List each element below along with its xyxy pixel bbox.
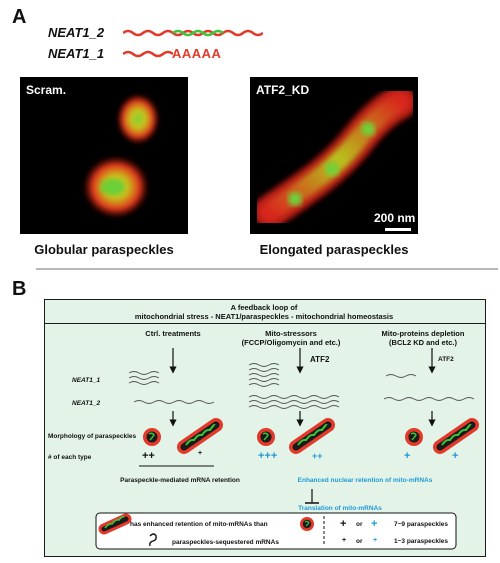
legend-box: [95, 512, 457, 550]
title-underline: [44, 323, 486, 324]
header-mito-depletion-sub: (BCL2 KD and etc.): [389, 338, 457, 347]
count-stressors-elongated: ++: [312, 451, 323, 461]
atf2-label-depletion: ATF2: [438, 356, 454, 363]
legend-plus-small-black: +: [342, 537, 347, 544]
polya-tail: AAAAA: [172, 46, 222, 61]
legend-plus-small-blue: +: [373, 537, 378, 544]
enhanced-retention-text: Enhanced nuclear retention of mito-mRNAs: [297, 477, 433, 484]
legend-or-2: or: [356, 538, 363, 545]
title-line1: A feedback loop of: [230, 303, 298, 312]
legend-plus-big-blue: +: [371, 518, 378, 530]
legend-sequestered-text: paraspeckles-sequestered mRNAs: [172, 539, 279, 546]
count-ctrl-globular: ++: [142, 450, 155, 462]
header-mito-stressors-sub: (FCCP/Oligomycin and etc.): [241, 338, 341, 347]
count-ctrl-elongated: +: [198, 450, 203, 457]
panel-a-letter: A: [12, 6, 27, 28]
label-scram: Scram.: [26, 83, 67, 97]
legend-range-high: 7~9 paraspeckles: [394, 521, 449, 528]
neat1-1-rnas: [128, 363, 417, 387]
globular-paraspeckle-stressors: [257, 428, 275, 446]
neat1-1-label: NEAT1_1: [48, 46, 105, 61]
globular-paraspeckle-depletion: [405, 428, 423, 446]
header-mito-stressors: Mito-stressors: [265, 329, 317, 338]
atf2-label-stressors: ATF2: [310, 355, 330, 364]
row-number: # of each type: [48, 454, 92, 461]
legend-mrna-icon: [149, 533, 157, 547]
caption-globular: Globular paraspeckles: [34, 242, 174, 257]
legend-globular-icon: [300, 517, 314, 531]
count-depletion-elongated: +: [452, 450, 459, 462]
row-neat1-1: NEAT1_1: [72, 377, 101, 384]
count-stressors-globular: +++: [258, 450, 278, 462]
neat1-2-label: NEAT1_2: [48, 25, 105, 40]
legend-enhanced-text: has enhanced retention of mito-mRNAs tha…: [130, 521, 268, 528]
panel-b-graphics: [95, 348, 479, 550]
count-depletion-globular: +: [404, 450, 411, 462]
scale-bar: [385, 228, 411, 231]
translation-text: Translation of mito-mRNAs: [298, 505, 382, 512]
panel-divider: [36, 268, 498, 270]
row-neat1-2: NEAT1_2: [72, 400, 101, 407]
micrograph-scram: [20, 77, 188, 234]
panel-b-letter: B: [12, 278, 27, 300]
legend-elongated-icon: [98, 513, 132, 535]
elongated-paraspeckle-stressors: [289, 418, 335, 454]
title-line2: mitochondrial stress - NEAT1/paraspeckle…: [134, 312, 394, 321]
caption-elongated: Elongated paraspeckles: [259, 242, 409, 257]
neat1-2-transcript: [123, 29, 263, 37]
legend-or-1: or: [356, 521, 363, 528]
neat1-2-rnas: [133, 395, 475, 409]
header-ctrl: Ctrl. treatments: [145, 329, 201, 338]
header-mito-depletion: Mito-proteins depletion: [381, 329, 465, 338]
label-atf2-kd: ATF2_KD: [256, 83, 310, 97]
scale-bar-label: 200 nm: [374, 211, 416, 225]
elongated-paraspeckle-depletion: [433, 418, 479, 454]
elongated-paraspeckle-ctrl: [177, 418, 223, 454]
neat1-1-transcript: [123, 50, 173, 58]
micrograph-atf2-kd: [250, 77, 418, 234]
legend-plus-big-black: +: [340, 518, 347, 530]
row-morphology: Morphology of paraspeckles: [48, 433, 137, 440]
legend-range-low: 1~3 paraspeckles: [394, 538, 449, 545]
retention-text: Paraspeckle-mediated mRNA retention: [120, 477, 240, 484]
globular-paraspeckle-ctrl: [143, 428, 161, 446]
